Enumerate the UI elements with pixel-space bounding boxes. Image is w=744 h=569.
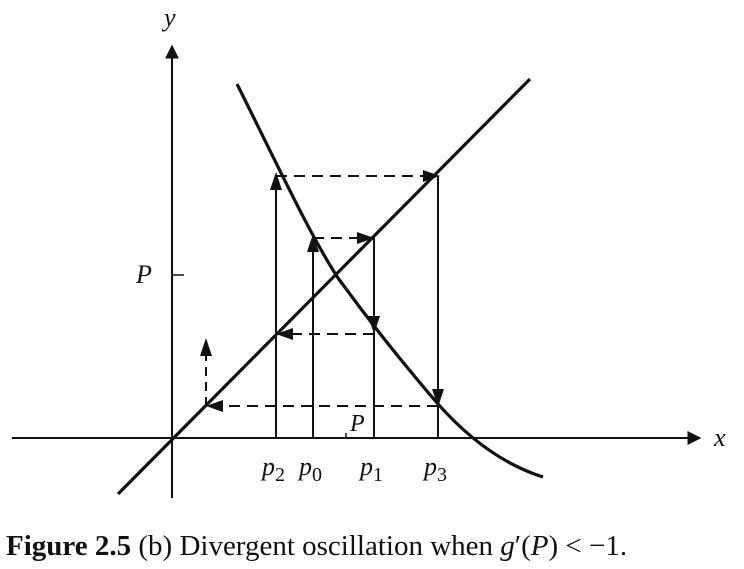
- figure-caption: Figure 2.5 (b) Divergent oscillation whe…: [6, 530, 744, 563]
- caption-math-tail: < −1.: [558, 530, 628, 562]
- arrow-right-upper-inner: [357, 232, 374, 244]
- caption-math-open: (: [521, 530, 531, 562]
- arrow-up-p2: [270, 172, 282, 190]
- arrow-left-mid: [276, 328, 293, 340]
- x-axis-label: x: [713, 423, 726, 452]
- arrow-up-continuation: [200, 338, 212, 356]
- caption-math-close: ): [548, 530, 559, 562]
- identity-line: [116, 77, 532, 496]
- label-p3: p3: [422, 452, 447, 486]
- fixed-point-label-x: P: [349, 411, 365, 437]
- arrow-down-p3: [432, 389, 444, 407]
- arrow-left-bottom: [206, 400, 223, 412]
- fixed-point-label-y: P: [135, 260, 152, 289]
- label-p0: p0: [297, 452, 322, 486]
- divergent-oscillation-diagram: y x P P p2 p0 p1 p3: [12, 3, 726, 498]
- caption-math-prime: ′: [514, 530, 522, 562]
- y-axis-label: y: [161, 3, 176, 32]
- arrow-up-p0: [307, 234, 319, 252]
- arrow-right-top: [423, 170, 440, 182]
- label-p2: p2: [260, 452, 285, 486]
- caption-lead: Figure 2.5: [6, 530, 132, 562]
- caption-text: (b) Divergent oscillation when: [131, 530, 501, 562]
- arrow-down-p1: [368, 316, 380, 334]
- caption-math-g: g: [500, 530, 515, 562]
- caption-math-p: P: [530, 530, 549, 562]
- g-curve: [235, 83, 544, 479]
- label-p1: p1: [358, 452, 383, 486]
